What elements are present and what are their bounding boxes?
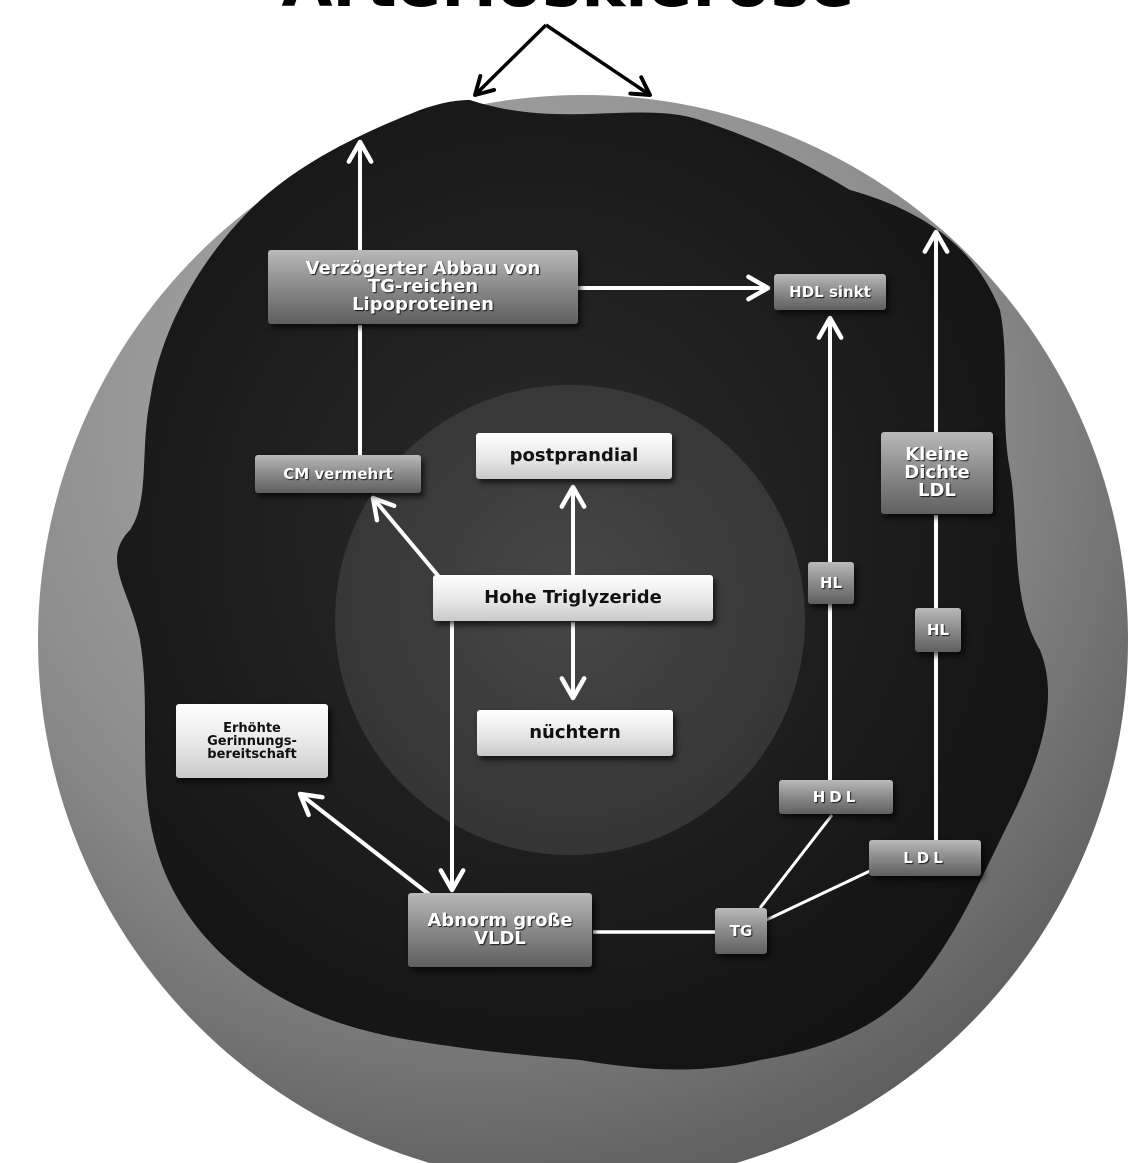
node-tg: TG [715,908,767,954]
node-ldl: LDL [869,840,981,876]
node-hl-left: HL [808,562,854,604]
title-arrow-left [473,23,548,97]
node-postprandial: postprandial [476,433,672,479]
node-hdl-sinkt: HDL sinkt [774,274,886,310]
node-hl-right: HL [915,608,961,652]
node-nuechtern: nüchtern [477,710,673,756]
title-arrow-right [545,23,652,97]
arrow-vldl-to-gerinnung [297,791,432,897]
page-title: Arteriosklerose [180,0,956,17]
line-tg-to-ldl [761,868,873,924]
node-erhoehte-gerinnung: Erhöhte Gerinnungs- bereitschaft [176,704,328,778]
node-kleine-dichte-ldl: Kleine Dichte LDL [881,432,993,514]
node-hohe-triglyzeride: Hohe Triglyzeride [433,575,713,621]
node-verzoegerter-abbau: Verzögerter Abbau von TG-reichen Lipopro… [268,250,578,324]
line-tg-to-hdl [758,814,834,909]
arrow-tg-to-cm [370,495,442,580]
node-cm-vermehrt: CM vermehrt [255,455,421,493]
node-hdl: HDL [779,780,893,814]
node-abnorm-vldl: Abnorm große VLDL [408,893,592,967]
